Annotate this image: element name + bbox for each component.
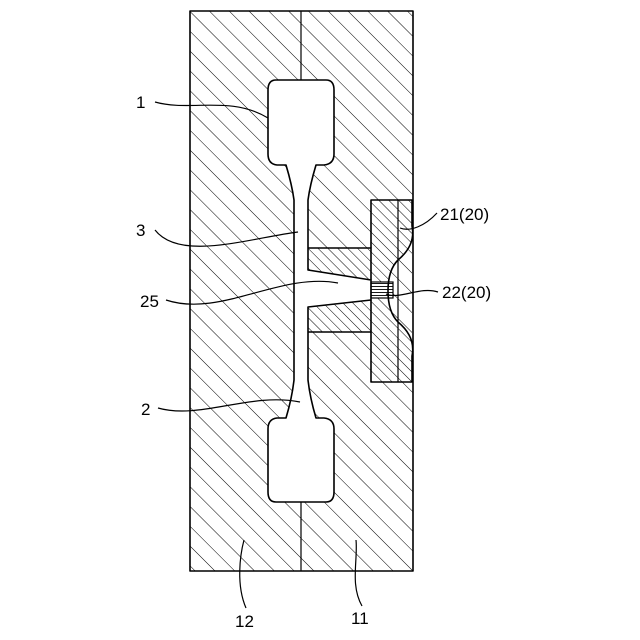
label-part-22: 22(20) bbox=[442, 283, 491, 302]
label-part-12: 12 bbox=[235, 612, 254, 631]
label-part-2: 2 bbox=[141, 400, 150, 419]
label-part-11: 11 bbox=[351, 609, 369, 628]
label-part-1: 1 bbox=[136, 93, 145, 112]
label-part-25: 25 bbox=[140, 292, 159, 311]
label-part-3: 3 bbox=[136, 221, 145, 240]
label-part-21: 21(20) bbox=[440, 205, 489, 224]
